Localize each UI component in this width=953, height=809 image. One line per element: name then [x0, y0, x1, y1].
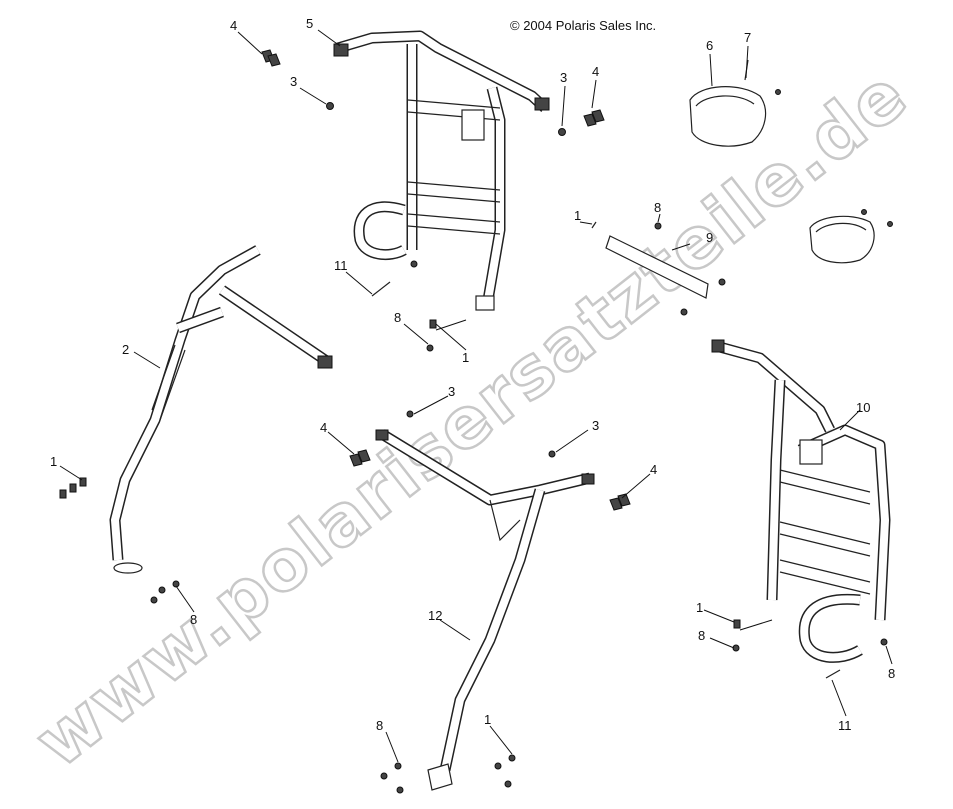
fasteners — [59, 49, 893, 794]
callout-7: 7 — [744, 30, 751, 45]
callout-8: 8 — [394, 310, 401, 325]
callout-9: 9 — [706, 230, 713, 245]
part-6-pad-upper — [689, 86, 767, 147]
callout-8: 8 — [698, 628, 705, 643]
part-10-right-rear-cage — [711, 339, 891, 663]
callout-1: 1 — [462, 350, 469, 365]
callout-12: 12 — [428, 608, 442, 623]
callout-1: 1 — [484, 712, 491, 727]
part-6-pad-lower — [809, 215, 875, 264]
callout-4: 4 — [230, 18, 237, 33]
part-2-left-front-hoop — [109, 245, 333, 574]
callout-3: 3 — [560, 70, 567, 85]
callout-2: 2 — [122, 342, 129, 357]
callout-4: 4 — [320, 420, 327, 435]
callout-8: 8 — [654, 200, 661, 215]
callout-1: 1 — [696, 600, 703, 615]
callout-3: 3 — [592, 418, 599, 433]
callout-1: 1 — [50, 454, 57, 469]
callout-11: 11 — [838, 718, 852, 733]
callout-8: 8 — [376, 718, 383, 733]
part-12-front-hoop — [375, 429, 595, 791]
callout-1: 1 — [574, 208, 581, 223]
callout-3: 3 — [290, 74, 297, 89]
callouts: 4 5 3 6 7 3 4 1 8 9 11 8 1 2 1 8 3 4 3 4… — [50, 16, 895, 733]
callout-6: 6 — [706, 38, 713, 53]
callout-8: 8 — [190, 612, 197, 627]
callout-4: 4 — [592, 64, 599, 79]
copyright-text: © 2004 Polaris Sales Inc. — [510, 18, 656, 33]
leader-lines — [59, 29, 893, 763]
callout-11: 11 — [334, 258, 348, 273]
callout-3: 3 — [448, 384, 455, 399]
callout-8: 8 — [888, 666, 895, 681]
part-5-rear-upper-cage — [333, 30, 550, 311]
callout-10: 10 — [856, 400, 870, 415]
callout-4: 4 — [650, 462, 657, 477]
part-9-bracket-plate — [605, 235, 709, 299]
callout-5: 5 — [306, 16, 313, 31]
